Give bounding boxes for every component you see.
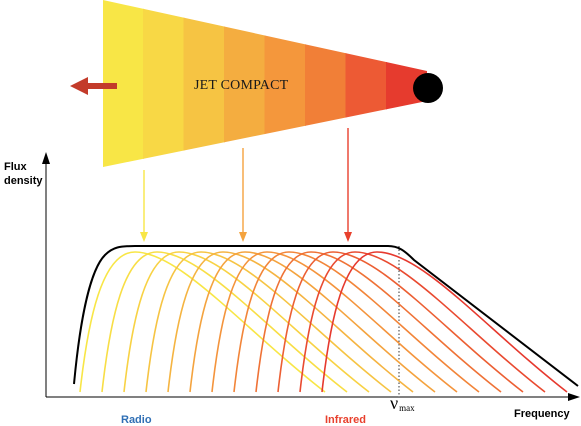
outflow-arrow-icon (70, 77, 117, 95)
emission-arrow-infrared (344, 128, 352, 242)
synchrotron-curve (189, 251, 436, 393)
x-axis-arrowhead (568, 393, 580, 401)
synchrotron-curve (255, 251, 502, 393)
synchrotron-curve (277, 251, 524, 393)
y-axis-label: Flux density (4, 161, 43, 187)
synchrotron-curves (79, 251, 568, 393)
synchrotron-curve (233, 251, 480, 393)
x-axis-label: Frequency (514, 408, 570, 420)
total-spectrum-envelope (73, 245, 579, 387)
synchrotron-curve (145, 251, 392, 393)
jet-label: JET COMPACT (194, 78, 289, 93)
emission-arrow-mid (239, 148, 247, 242)
synchrotron-curve (321, 251, 568, 393)
infrared-band-label: Infrared (325, 414, 366, 426)
jet-band (183, 0, 225, 167)
synchrotron-curve (123, 251, 370, 393)
nu-max-label: νmax (390, 393, 415, 414)
y-axis-arrowhead (42, 152, 50, 164)
synchrotron-curve (211, 251, 458, 393)
synchrotron-curve (79, 251, 326, 393)
synchrotron-curve (101, 251, 348, 393)
radio-band-label: Radio (121, 414, 152, 426)
nu-symbol: ν (390, 393, 399, 413)
jet-band (345, 0, 387, 167)
axes (42, 152, 580, 401)
synchrotron-curve (167, 251, 414, 393)
jet-band (143, 0, 185, 167)
synchrotron-curve (299, 251, 546, 393)
black-hole-icon (413, 73, 443, 103)
emission-arrow-radio (140, 170, 148, 242)
jet-band (305, 0, 347, 167)
nu-max-subscript: max (399, 403, 415, 413)
